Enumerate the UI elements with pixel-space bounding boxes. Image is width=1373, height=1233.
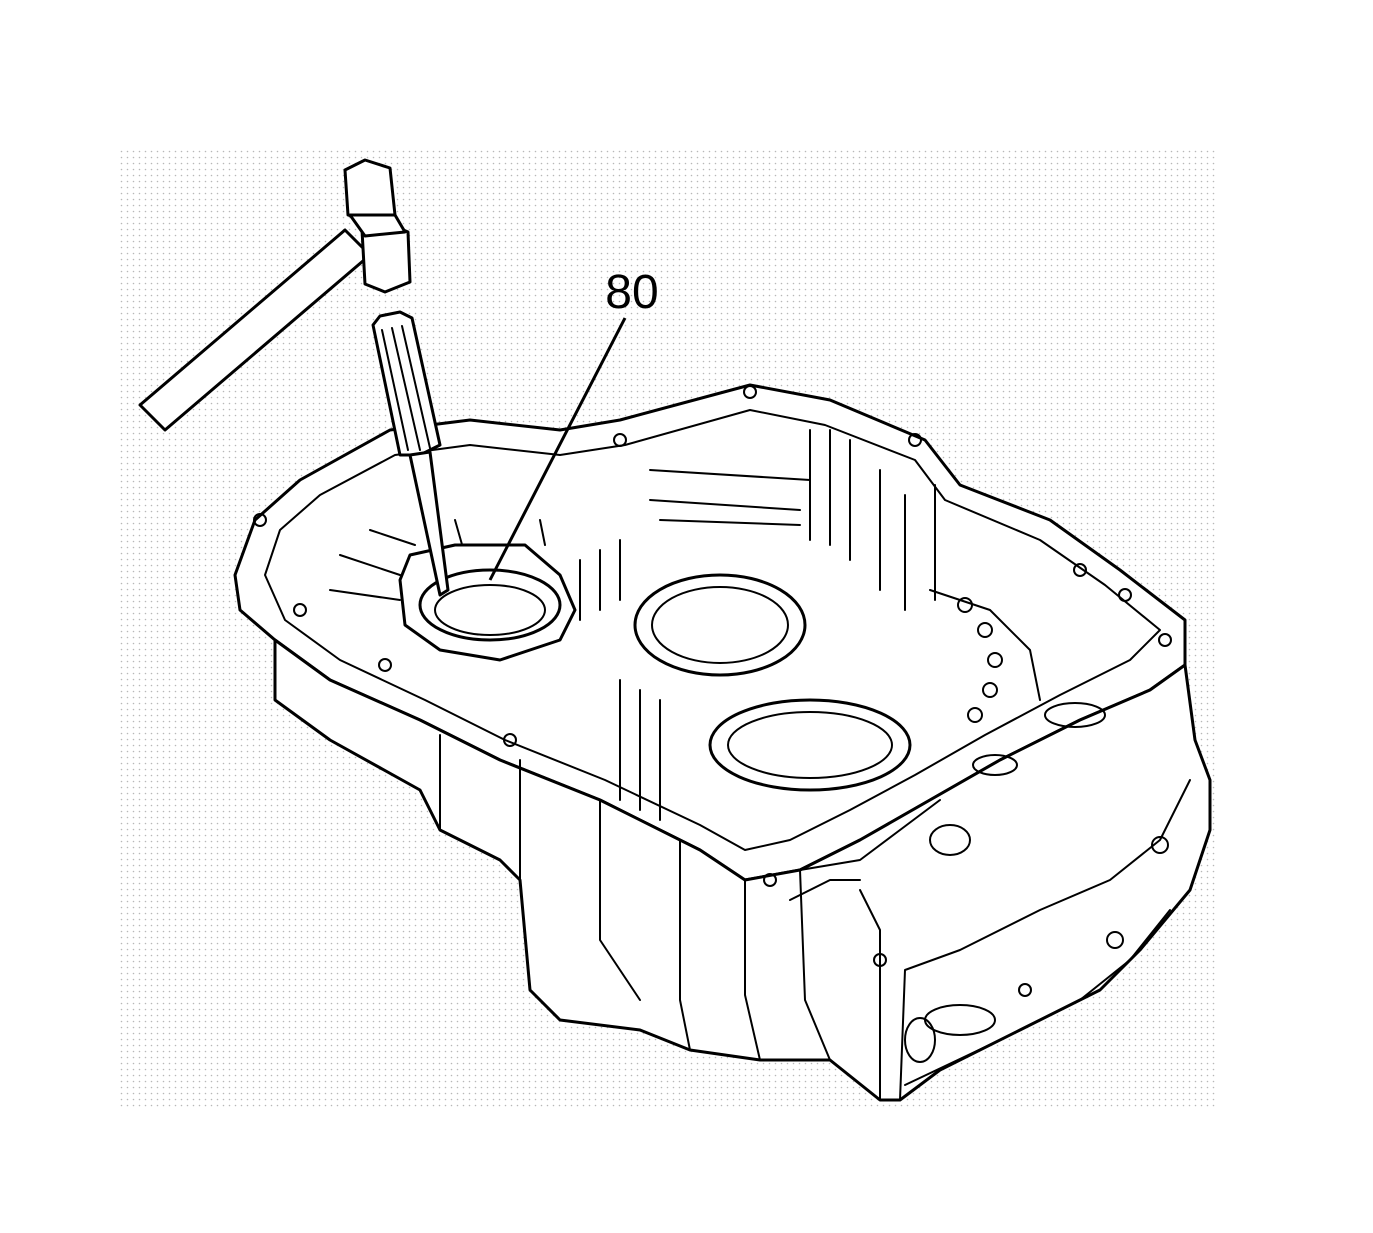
callout-label: 80 [605, 266, 658, 319]
screwdriver [371, 310, 450, 597]
callout-80: 80 [488, 266, 659, 581]
leader-line [488, 317, 627, 581]
transaxle-case [233, 383, 1212, 1102]
hammer [138, 158, 412, 432]
